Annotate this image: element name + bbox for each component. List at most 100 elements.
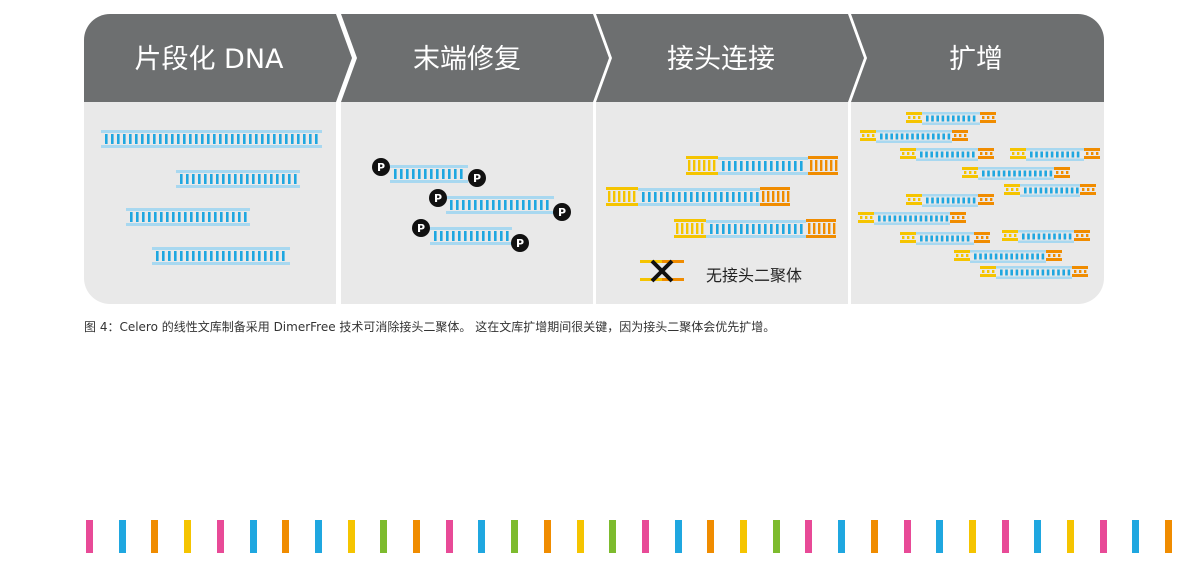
base-pair bbox=[1002, 170, 1006, 177]
base-pair bbox=[214, 212, 217, 222]
color-stripe bbox=[1034, 520, 1042, 553]
base-pair bbox=[470, 231, 473, 241]
amplicon-10-adapter-left-bottom bbox=[1002, 238, 1018, 241]
base-pair bbox=[926, 197, 929, 204]
amplicon-5-top-strand bbox=[978, 167, 1054, 170]
base-pair bbox=[204, 251, 207, 261]
base-pair bbox=[758, 224, 761, 234]
base-pair bbox=[430, 169, 433, 179]
base-pair bbox=[1052, 269, 1055, 276]
amplicon-6-top-strand bbox=[1020, 184, 1080, 187]
color-stripe bbox=[543, 520, 551, 553]
base-pair bbox=[474, 200, 477, 210]
amplicon-11-adapter-left-bottom bbox=[954, 258, 970, 261]
color-stripe bbox=[1067, 520, 1074, 553]
base-pair bbox=[722, 161, 725, 171]
amplicon-10-bottom-strand bbox=[1018, 240, 1074, 243]
base-pair bbox=[249, 134, 252, 144]
base-pair bbox=[782, 161, 785, 171]
base-pair bbox=[946, 115, 950, 122]
base-pair bbox=[309, 134, 312, 144]
base-pair bbox=[758, 161, 761, 171]
adapter-orange-3-top bbox=[806, 219, 836, 222]
base-pair bbox=[231, 134, 234, 144]
base-pair bbox=[740, 224, 743, 234]
adapter-base bbox=[902, 236, 905, 239]
base-pair bbox=[166, 212, 169, 222]
base-pair bbox=[1036, 269, 1039, 276]
base-pair bbox=[974, 253, 977, 260]
color-stripe bbox=[936, 520, 944, 553]
base-pair bbox=[946, 235, 949, 242]
adapter-base bbox=[992, 116, 995, 119]
amplicon-8-adapter-left-bottom bbox=[858, 220, 874, 223]
color-stripe bbox=[870, 520, 878, 553]
adapter-orange-1 bbox=[808, 156, 838, 175]
base-pair bbox=[930, 235, 933, 242]
step-label-amplification: 扩增 bbox=[949, 44, 1003, 75]
color-stripe bbox=[1001, 520, 1009, 553]
base-pair bbox=[186, 251, 189, 261]
base-pair bbox=[666, 192, 669, 202]
amplicon-1-top-strand bbox=[922, 112, 980, 115]
base-pair bbox=[1010, 269, 1013, 276]
adapter-base bbox=[1017, 152, 1020, 155]
amplicon-11-adapter-right bbox=[1046, 250, 1062, 261]
base-pair bbox=[222, 251, 225, 261]
adapter-base bbox=[912, 152, 915, 155]
adapter-base bbox=[777, 191, 780, 202]
amplicon-12-adapter-left-top bbox=[980, 266, 996, 269]
base-pair bbox=[234, 174, 237, 184]
base-pair bbox=[192, 174, 195, 184]
phosphate-5-circle bbox=[412, 219, 430, 237]
base-pair bbox=[931, 115, 934, 122]
base-pair bbox=[1034, 187, 1037, 194]
base-pair bbox=[225, 134, 228, 144]
adapter-base bbox=[867, 134, 870, 137]
base-pair bbox=[914, 215, 917, 222]
base-pair bbox=[926, 133, 930, 140]
adapter-base bbox=[787, 191, 790, 202]
base-pair bbox=[276, 251, 279, 261]
amplicon-7-top-strand bbox=[922, 194, 978, 197]
base-pair bbox=[238, 212, 241, 222]
base-pair bbox=[270, 251, 273, 261]
base-pair bbox=[276, 174, 279, 184]
base-pair bbox=[1044, 170, 1047, 177]
base-pair bbox=[942, 133, 945, 140]
base-pair bbox=[924, 215, 928, 222]
adapter-base bbox=[767, 191, 770, 202]
base-pair bbox=[1067, 269, 1071, 276]
base-pair bbox=[202, 212, 205, 222]
amplicon-12-adapter-right-top bbox=[1072, 266, 1088, 269]
repaired-fragment-1-top-strand bbox=[390, 165, 468, 168]
color-stripe bbox=[1132, 520, 1140, 553]
amplicon-10-adapter-left-top bbox=[1002, 230, 1018, 233]
adapter-base bbox=[1016, 188, 1019, 191]
adapter-yellow-2-bottom bbox=[606, 203, 638, 206]
adapter-base bbox=[990, 198, 993, 201]
base-pair bbox=[1018, 170, 1021, 177]
base-pair bbox=[962, 197, 965, 204]
base-pair bbox=[282, 174, 285, 184]
adapter-base bbox=[1086, 152, 1089, 155]
base-pair bbox=[130, 212, 133, 222]
adapter-base bbox=[964, 134, 967, 137]
base-pair bbox=[941, 197, 945, 204]
base-pair bbox=[1032, 233, 1035, 240]
adapter-base bbox=[956, 254, 959, 257]
adapter-base bbox=[1048, 254, 1051, 257]
base-pair bbox=[782, 224, 785, 234]
adapter-yellow-2 bbox=[606, 187, 638, 206]
base-pair bbox=[987, 170, 990, 177]
base-pair bbox=[1061, 151, 1064, 158]
base-pair bbox=[1023, 170, 1027, 177]
base-pair bbox=[1000, 253, 1003, 260]
amplicon-6-adapter-left-bottom bbox=[1004, 192, 1020, 195]
step-label-end-repair: 末端修复 bbox=[413, 44, 521, 75]
base-pair bbox=[294, 174, 297, 184]
amplicon-7-adapter-right-bottom bbox=[978, 202, 994, 205]
panel-4 bbox=[851, 102, 1104, 304]
adapter-base bbox=[698, 160, 701, 171]
amplicon-7-adapter-right-top bbox=[978, 194, 994, 197]
